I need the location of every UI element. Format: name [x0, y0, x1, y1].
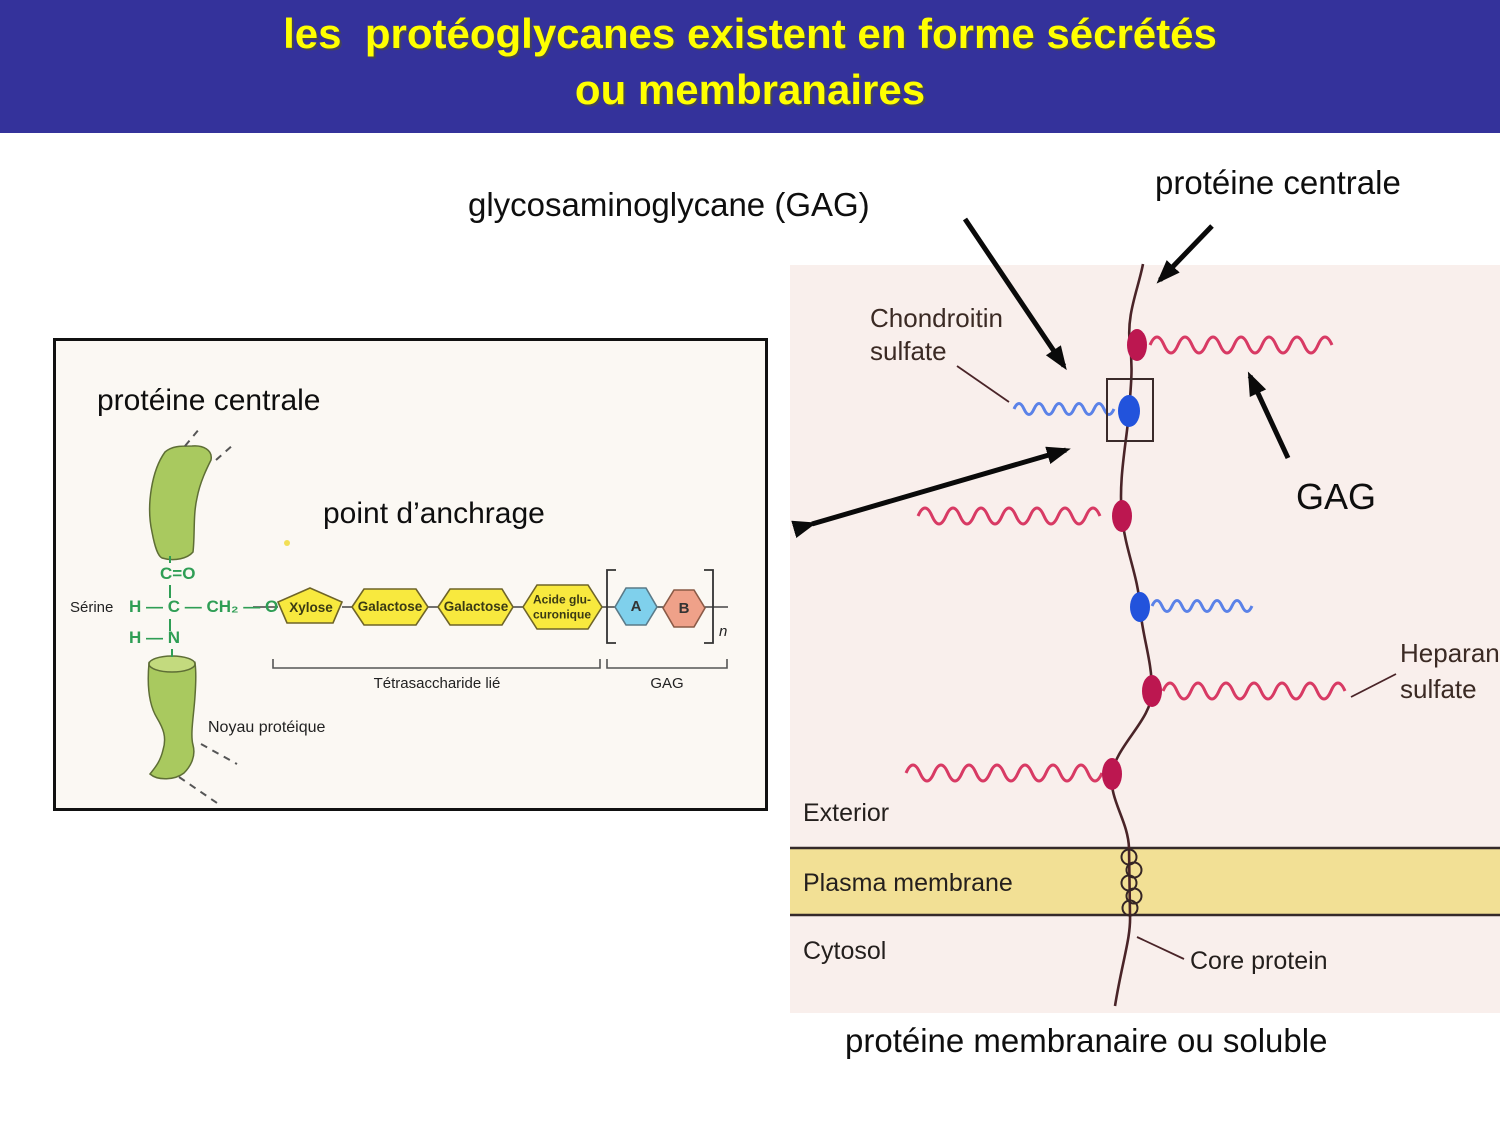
left-proteine-centrale-label: protéine centrale: [97, 384, 321, 417]
amine-formula: H — N: [129, 628, 180, 647]
membrane-figure-background: [790, 265, 1500, 1013]
serine-label: Sérine: [70, 599, 114, 616]
heparan-label-line1: Heparan: [1400, 638, 1500, 668]
glucuronic-label-line1: Acide glu-: [532, 592, 592, 607]
slide-title-line2: ou membranaires: [574, 66, 926, 113]
heparan-label-line2: sulfate: [1400, 674, 1477, 704]
unit-a-label: A: [630, 598, 642, 616]
plasma-membrane-label: Plasma membrane: [803, 869, 1013, 897]
slide-title-line1: les protéoglycanes existent en forme séc…: [283, 10, 1217, 57]
gag-annotation-label: GAG: [1296, 476, 1377, 517]
anchor-point-label: point d’anchrage: [323, 497, 545, 530]
cytosol-label: Cytosol: [803, 937, 887, 965]
glucuronic-label-line2: curonique: [532, 607, 592, 622]
galactose-label-2: Galactose: [443, 598, 509, 614]
xylose-label: Xylose: [289, 599, 333, 615]
proteine-centrale-top-label: protéine centrale: [1155, 164, 1401, 201]
core-protein-label: Core protein: [1190, 947, 1328, 975]
unit-b-label: B: [678, 600, 690, 618]
gag-brace-label: GAG: [650, 675, 684, 693]
repeat-n-label: n: [719, 623, 728, 640]
noyau-proteique-label: Noyau protéique: [208, 719, 326, 736]
tetrasaccharide-label: Tétrasaccharide lié: [373, 675, 501, 693]
carbonyl-formula: C=O: [160, 564, 196, 583]
chondroitin-label-line1: Chondroitin: [870, 303, 1003, 333]
bottom-caption: protéine membranaire ou soluble: [845, 1022, 1328, 1059]
glycosaminoglycane-label: glycosaminoglycane (GAG): [468, 186, 870, 223]
backbone-formula: H — C — CH₂ — O: [129, 597, 279, 616]
galactose-label-1: Galactose: [357, 598, 423, 614]
title-banner: les protéoglycanes existent en forme séc…: [0, 0, 1500, 133]
exterior-label: Exterior: [803, 799, 890, 827]
chondroitin-label-line2: sulfate: [870, 336, 947, 366]
